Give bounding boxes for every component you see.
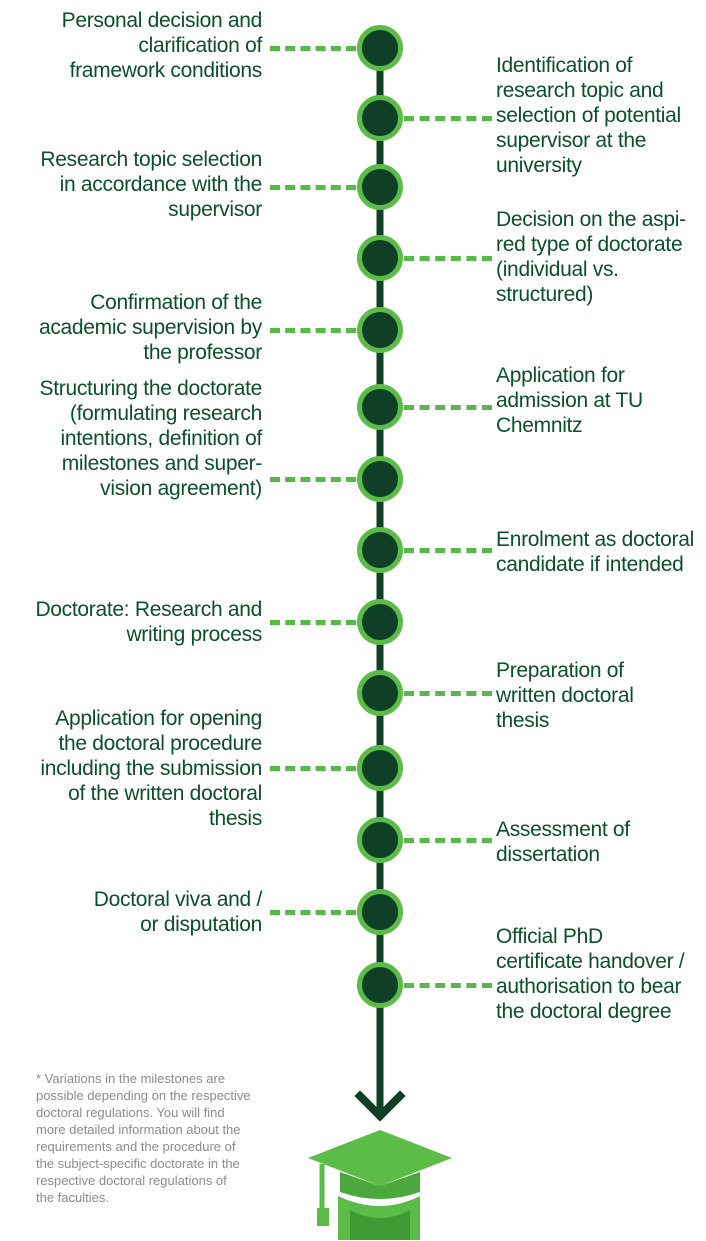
milestone-node: [357, 164, 403, 210]
dashed-connector: [404, 256, 492, 261]
milestone-label: Structuring the doctorate (formulating r…: [39, 377, 263, 500]
dashed-connector: [404, 548, 492, 553]
milestone-node: [357, 817, 403, 863]
milestone-node: [357, 745, 403, 791]
dashed-connector: [270, 477, 356, 482]
dashed-connector: [270, 766, 356, 771]
milestone-node: [357, 670, 403, 716]
milestone-label: Personal decision and clarification of f…: [61, 9, 263, 82]
dashed-connector: [404, 116, 492, 121]
milestone-label: Doctoral viva and / or disputation: [93, 888, 263, 936]
milestone-label: Confirmation of the academic supervision…: [38, 291, 262, 364]
dashed-connector: [270, 620, 356, 625]
arrow-down-icon: [354, 1090, 406, 1122]
milestone-node: [357, 599, 403, 645]
milestone-node: [357, 527, 403, 573]
milestone-label: Preparation of written doctoral thesis: [496, 659, 634, 732]
milestone-node: [357, 384, 403, 430]
milestone-label: Doctorate: Research and writing process: [35, 598, 262, 646]
dashed-connector: [270, 46, 356, 51]
footnote: * Variations in the milestones are possi…: [36, 1071, 251, 1205]
milestone-node: [357, 456, 403, 502]
dashed-connector: [270, 910, 356, 915]
milestone-node: [357, 95, 403, 141]
dashed-connector: [404, 691, 492, 696]
graduation-cap-icon: [308, 1130, 452, 1240]
dashed-connector: [404, 838, 492, 843]
milestone-label: Application for opening the doctoral pro…: [40, 707, 262, 830]
dashed-connector: [270, 328, 356, 333]
milestone-label: Enrolment as doctoral candidate if inten…: [496, 528, 694, 576]
dashed-connector: [404, 983, 492, 988]
milestone-node: [357, 235, 403, 281]
milestone-node: [357, 889, 403, 935]
milestone-node: [357, 25, 403, 71]
milestone-label: Application for admission at TU Chemnitz: [496, 364, 643, 437]
milestone-node: [357, 962, 403, 1008]
dashed-connector: [270, 185, 356, 190]
milestone-label: Official PhD certificate handover / auth…: [496, 925, 685, 1023]
milestone-label: Assessment of dissertation: [496, 818, 630, 866]
dashed-connector: [404, 405, 492, 410]
milestone-label: Research topic selection in accordance w…: [40, 148, 262, 221]
milestone-node: [357, 307, 403, 353]
milestone-label: Decision on the aspi- red type of doctor…: [496, 208, 686, 306]
milestone-label: Identification of research topic and sel…: [496, 54, 681, 177]
